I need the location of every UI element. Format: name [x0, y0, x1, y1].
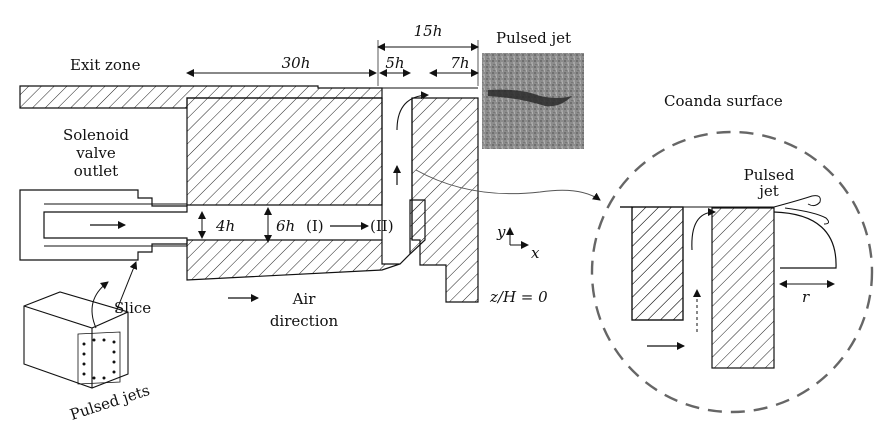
dim-15h: 15h — [414, 22, 443, 40]
r-label: r — [802, 288, 810, 306]
station-2: (II) — [370, 217, 394, 235]
air-label-2: direction — [270, 312, 339, 330]
inset-pulsed-label-1: Pulsed — [744, 166, 795, 184]
axis-y-label: y — [496, 223, 506, 241]
dim-5h: 5h — [385, 54, 404, 72]
dimensions — [186, 40, 479, 243]
lower-block — [186, 199, 426, 281]
axis-x-label: x — [531, 244, 540, 262]
slice-sketch — [23, 261, 138, 389]
dim-30h: 30h — [282, 54, 311, 72]
exit-zone-label: Exit zone — [70, 56, 141, 74]
coanda-surface-label: Coanda surface — [664, 92, 783, 110]
dim-7h: 7h — [450, 54, 469, 72]
coanda-inset — [590, 130, 874, 414]
dim-4h: 4h — [215, 217, 235, 235]
right-wall — [411, 97, 479, 303]
solenoid-label-1: Solenoid — [63, 126, 129, 144]
solenoid-label-3: outlet — [74, 162, 118, 180]
pulsed-jet-photo — [482, 53, 584, 149]
air-label-1: Air — [292, 290, 317, 308]
inset-pulsed-label-2: jet — [757, 182, 779, 200]
pulsed-jet-label: Pulsed jet — [496, 29, 571, 47]
z-eq-label: z/H = 0 — [489, 288, 548, 306]
solenoid-label-2: valve — [75, 144, 116, 162]
station-1: (I) — [306, 217, 324, 235]
main-block — [186, 97, 383, 206]
connector-arrow — [415, 169, 601, 201]
solenoid-valve — [19, 189, 188, 261]
slice-label: Slice — [114, 299, 151, 317]
pulsed-jets-label: Pulsed jets — [68, 381, 152, 424]
axes-icon — [506, 227, 529, 249]
dim-6h: 6h — [276, 217, 295, 235]
main-section — [19, 85, 479, 303]
